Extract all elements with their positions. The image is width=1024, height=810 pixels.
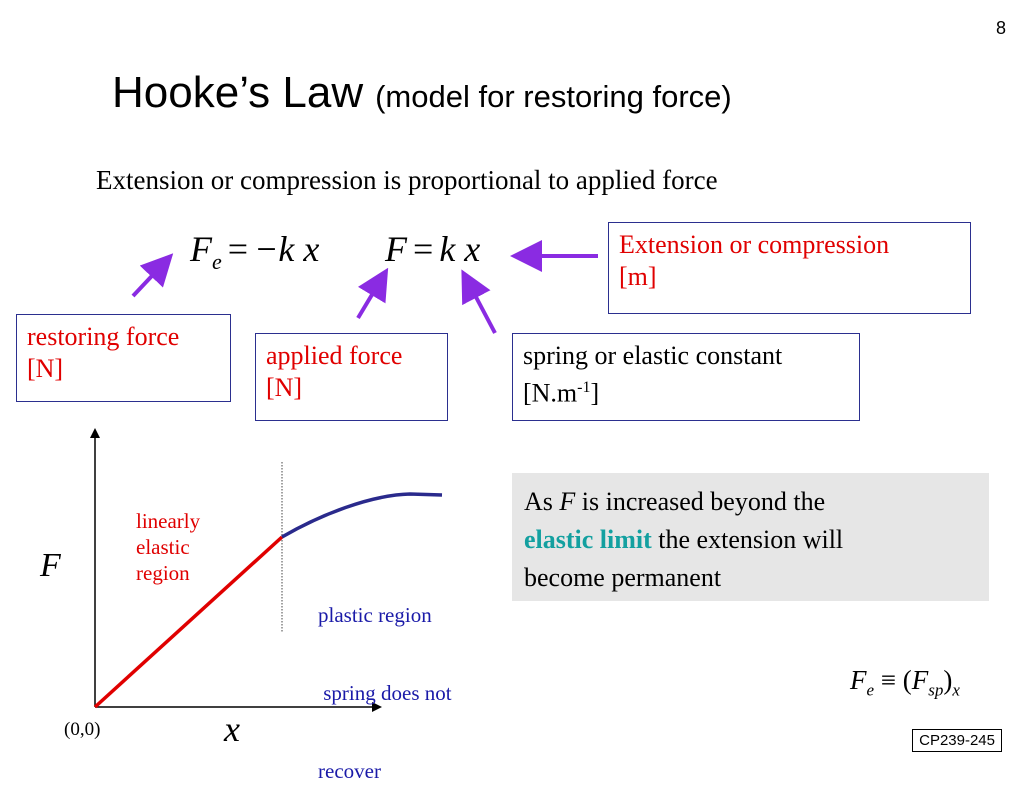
plastic-region-label: plastic region spring does not recover xyxy=(318,603,452,783)
arrow-to-applied-force xyxy=(356,267,389,320)
subtitle: Extension or compression is proportional… xyxy=(96,165,718,195)
slide-number: 8 xyxy=(995,18,1006,38)
extension-label: Extension or compression xyxy=(619,230,890,259)
y-axis-label: F xyxy=(40,547,61,584)
diagram-svg xyxy=(90,240,598,712)
elastic-limit-info: As F is increased beyond the elastic lim… xyxy=(512,473,989,601)
applied-force-label: applied force xyxy=(266,341,403,370)
title-sub: (model for restoring force) xyxy=(375,79,732,114)
equation-applied: F=k x xyxy=(385,228,480,270)
linear-region-curve xyxy=(93,535,284,709)
spring-constant-box: spring or elastic constant [N.m-1] xyxy=(512,333,860,421)
plastic-region-curve xyxy=(281,492,443,539)
arrow-to-restoring-force xyxy=(131,253,174,298)
eq-restoring-rhs: −k x xyxy=(254,229,320,269)
restoring-force-box: restoring force [N] xyxy=(16,314,231,402)
eq-applied-lhs: F xyxy=(385,229,407,269)
restoring-force-unit: [N] xyxy=(27,354,64,383)
linear-region-label: linearly elastic region xyxy=(136,509,201,585)
extension-box: Extension or compression [m] xyxy=(608,222,971,314)
applied-force-unit: [N] xyxy=(266,373,303,402)
spring-constant-label: spring or elastic constant xyxy=(523,341,783,370)
origin-label: (0,0) xyxy=(64,719,101,740)
elastic-limit-highlight: elastic limit xyxy=(524,525,652,554)
course-code-badge: CP239-245 xyxy=(912,729,1002,752)
eq-restoring-lhs-sub: e xyxy=(212,249,222,275)
title-main: Hooke’s Law xyxy=(112,68,364,117)
eq-restoring-op: = xyxy=(227,229,249,269)
eq-applied-op: = xyxy=(413,229,434,269)
eq-applied-rhs: k x xyxy=(439,229,481,269)
identity-equation: Fe ≡ (Fsp)x xyxy=(850,665,960,700)
restoring-force-label: restoring force xyxy=(27,322,180,351)
equation-restoring: Fe=−k x xyxy=(190,228,319,275)
spring-constant-unit: [N.m-1] xyxy=(523,378,600,408)
x-axis-label: x xyxy=(224,709,240,749)
applied-force-box: applied force [N] xyxy=(255,333,448,421)
eq-restoring-lhs: F xyxy=(190,229,212,269)
arrow-to-spring-constant xyxy=(461,269,497,334)
extension-unit: [m] xyxy=(619,262,657,291)
slide-title: Hooke’s Law (model for restoring force) xyxy=(112,68,732,118)
